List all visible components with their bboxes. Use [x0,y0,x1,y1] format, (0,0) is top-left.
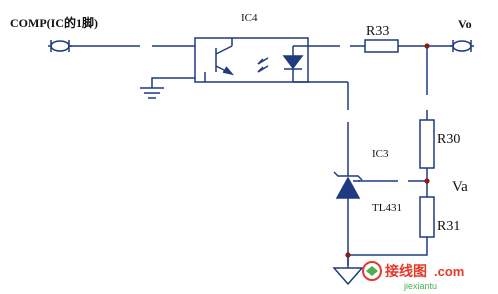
junction-ground-node [345,252,351,258]
wire-r31-bottom [348,237,428,256]
label-r31: R31 [437,219,460,234]
watermark-subtext: jiexiantu [403,281,437,291]
label-tl431: TL431 [372,202,402,214]
label-ic3: IC3 [372,148,389,160]
resistor-r31 [419,196,435,238]
label-vo: Vo [458,17,472,31]
watermark-logo: 接线图 .com jiexiantu [362,261,464,291]
ground-symbol-ic4 [140,87,164,99]
watermark-emblem-icon [362,261,382,281]
comp-connector [48,40,72,52]
tl431-triangle [335,176,361,199]
optocoupler-ic4 [194,37,348,83]
label-comp: COMP(IC的1脚) [10,15,98,30]
resistor-r30 [419,119,435,169]
label-r30: R30 [437,132,460,147]
ground-symbol-tl431 [332,255,364,286]
tl431-regulator [333,162,363,199]
label-va: Va [452,179,468,195]
junction-va-node [424,178,430,184]
transistor-collector [215,45,233,55]
emitter-arrow [222,66,235,76]
junction-vo-node [424,43,430,49]
watermark-text: 接线图 [385,263,427,279]
vo-connector [450,40,474,52]
label-r33: R33 [366,24,389,39]
resistor-r33 [364,39,399,53]
label-ic4: IC4 [241,12,258,24]
watermark-domain: .com [434,264,464,279]
